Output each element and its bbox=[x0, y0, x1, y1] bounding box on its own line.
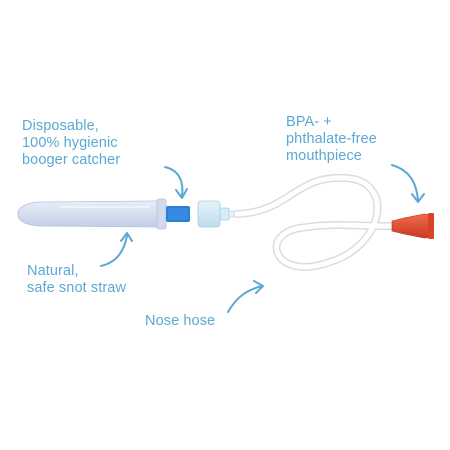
nose-hose bbox=[233, 173, 396, 271]
straw-arrow-icon bbox=[100, 232, 133, 267]
label-line: booger catcher bbox=[22, 152, 121, 168]
label-line: 100% hygienic bbox=[22, 135, 118, 151]
label-line: mouthpiece bbox=[286, 148, 362, 164]
label-nose-hose: Nose hose bbox=[145, 313, 215, 330]
label-line: Nose hose bbox=[145, 313, 216, 329]
connector-cap bbox=[197, 200, 238, 228]
mouthpiece-arrow-icon bbox=[391, 164, 425, 203]
snot-straw-tube bbox=[17, 198, 167, 230]
label-snot-straw: Natural, safe snot straw bbox=[27, 263, 126, 297]
catcher-arrow-icon bbox=[164, 166, 188, 199]
label-line: Natural, bbox=[27, 263, 79, 279]
mouthpiece-tip bbox=[391, 213, 434, 239]
label-booger-catcher: Disposable, 100% hygienic booger catcher bbox=[22, 118, 120, 169]
label-mouthpiece: BPA- + phthalate-free mouthpiece bbox=[286, 114, 377, 165]
filter-icon bbox=[166, 206, 190, 222]
label-line: safe snot straw bbox=[27, 280, 127, 296]
label-line: phthalate-free bbox=[286, 131, 377, 147]
label-line: Disposable, bbox=[22, 118, 99, 134]
hose-arrow-icon bbox=[227, 280, 264, 313]
label-line: BPA- + bbox=[286, 114, 332, 130]
